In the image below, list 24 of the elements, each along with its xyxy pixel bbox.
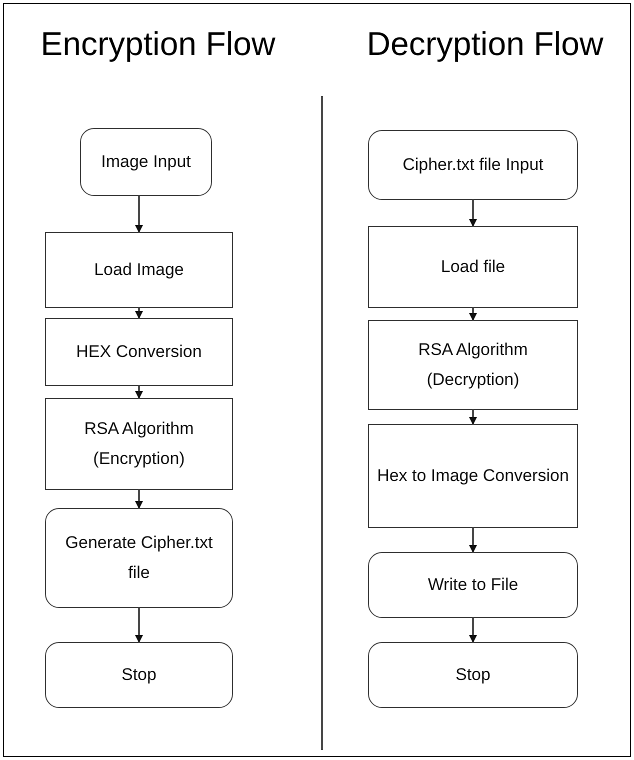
column-title: Decryption Flow <box>366 24 604 64</box>
arrow <box>469 618 477 643</box>
process-box: Load file <box>368 226 578 308</box>
process-box: Generate Cipher.txt file <box>45 508 233 608</box>
end-box: Stop <box>368 642 578 708</box>
arrow <box>135 196 143 233</box>
column-title: Encryption Flow <box>40 24 276 64</box>
start-box: Cipher.txt file Input <box>368 130 578 200</box>
process-box: Write to File <box>368 552 578 618</box>
arrow <box>135 386 143 399</box>
arrow <box>135 308 143 319</box>
arrow <box>135 490 143 509</box>
arrow <box>469 308 477 321</box>
arrow <box>469 200 477 227</box>
arrow <box>135 608 143 643</box>
arrow <box>469 528 477 553</box>
process-box: RSA Algorithm (Decryption) <box>368 320 578 410</box>
process-box: Hex to Image Conversion <box>368 424 578 528</box>
start-box: Image Input <box>80 128 212 196</box>
arrow <box>469 410 477 425</box>
process-box: RSA Algorithm (Encryption) <box>45 398 233 490</box>
process-box: HEX Conversion <box>45 318 233 386</box>
end-box: Stop <box>45 642 233 708</box>
process-box: Load Image <box>45 232 233 308</box>
